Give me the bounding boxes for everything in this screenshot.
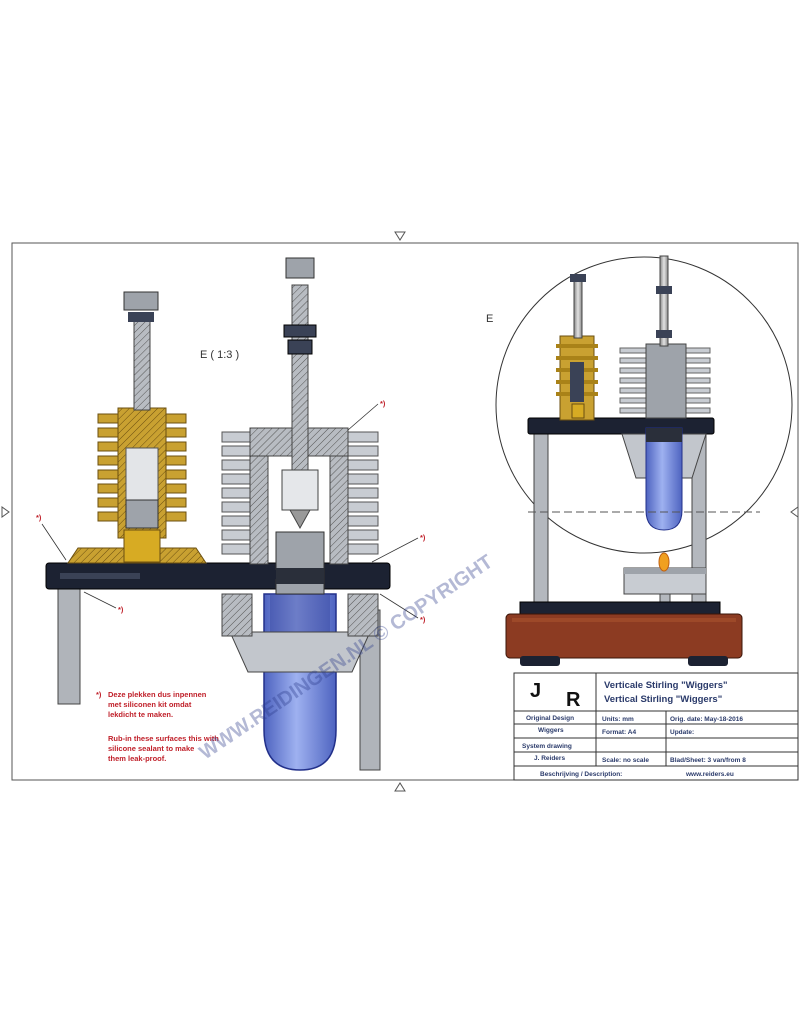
connecting-rod-right <box>291 284 309 471</box>
website: www.reiders.eu <box>685 771 734 778</box>
callout-2: *) <box>36 513 42 522</box>
orig-date: Orig. date: May-18-2016 <box>670 716 743 723</box>
scale: Scale: no scale <box>602 757 649 764</box>
top-plate <box>527 417 715 435</box>
detail-circle <box>495 256 793 554</box>
format: Format: A4 <box>602 729 636 736</box>
flame <box>658 552 670 572</box>
displacer <box>275 531 325 595</box>
callout-4: *) <box>118 605 124 614</box>
original-design-line-1: Original Design <box>526 715 574 722</box>
callout-5: *) <box>420 615 426 624</box>
logo-letter-j: J <box>530 680 541 702</box>
note-en-line-2: silicone sealant to make <box>108 744 194 753</box>
lower-cone <box>229 631 371 673</box>
note-nl-line-2: met siliconen kit omdat <box>108 700 192 709</box>
note-marker: *) <box>96 690 102 699</box>
note-en-line-1: Rub-in these surfaces this with <box>108 734 219 743</box>
assembly-view: E <box>486 255 793 666</box>
system-drawing-line-1: System drawing <box>522 743 572 750</box>
brass-piston <box>125 499 159 529</box>
title-dutch: Verticale Stirling "Wiggers" <box>604 680 728 691</box>
logo-letter-r: R <box>566 689 581 711</box>
title-block: J R Verticale Stirling "Wiggers" Vertica… <box>513 672 799 781</box>
detail-label: E <box>486 313 493 325</box>
left-leg <box>57 587 81 705</box>
callout-3: *) <box>420 533 426 542</box>
note-nl-line-1: Deze plekken dus inpennen <box>108 690 207 699</box>
notes: *) Deze plekken dus inpennen met silicon… <box>96 690 219 763</box>
note-nl-line-3: lekdicht te maken. <box>108 710 173 719</box>
description-label: Beschrijving / Description: <box>540 771 622 778</box>
system-drawing-line-2: J. Reiders <box>534 755 565 762</box>
connecting-rod-left <box>133 317 151 411</box>
wood-base <box>505 613 743 659</box>
left-upright <box>533 431 549 605</box>
sheet: Blad/Sheet: 3 van/from 8 <box>670 757 746 764</box>
assembly-test-tube <box>645 427 683 531</box>
cooling-fins <box>221 431 379 555</box>
drawing-frame <box>1 231 799 792</box>
note-en-line-3: them leak-proof. <box>108 754 166 763</box>
original-design-line-2: Wiggers <box>538 727 564 734</box>
section-label: E ( 1:3 ) <box>200 349 239 361</box>
callout-1: *) <box>380 399 386 408</box>
title-english: Vertical Stirling "Wiggers" <box>604 694 722 705</box>
section-view: E ( 1:3 ) *) *) *) *) *) <box>36 257 426 771</box>
units: Units: mm <box>602 716 634 723</box>
update: Update: <box>670 729 694 736</box>
